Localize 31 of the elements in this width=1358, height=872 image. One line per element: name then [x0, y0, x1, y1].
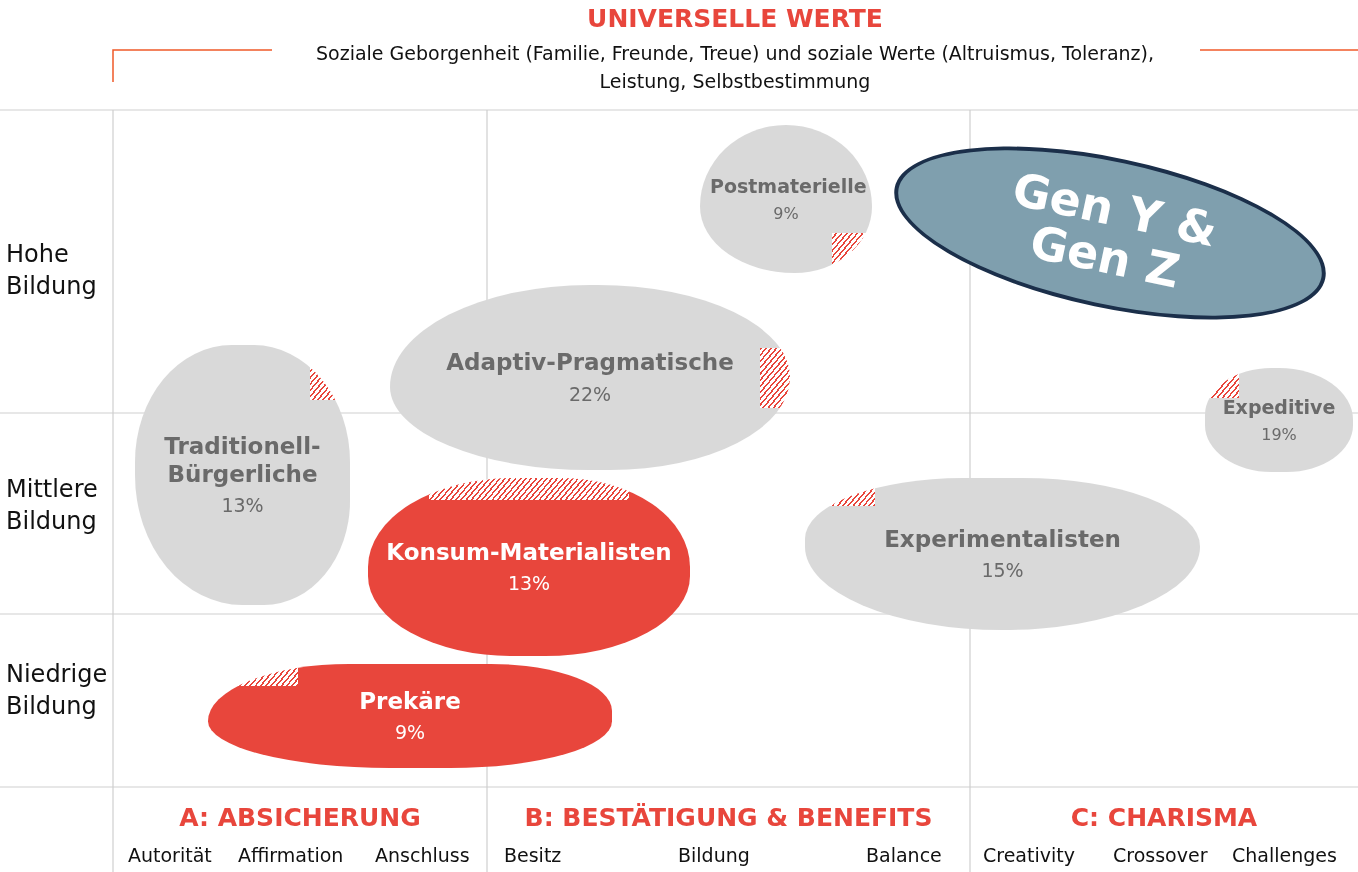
subtitle: Soziale Geborgenheit (Familie, Freunde, Treue) und soziale Werte (Altruismus, Toleranz), Leistung, Selbstbestimmung [315, 41, 1155, 94]
column-item: Besitz [504, 844, 562, 866]
percentage: 19% [1261, 424, 1297, 444]
column-item: Anschluss [375, 844, 470, 866]
milieu-name: Experimentalisten [884, 525, 1121, 554]
row-label: Hohe Bildung [6, 239, 98, 303]
milieu-name: Adaptiv-Pragmatische [446, 349, 734, 377]
column-item: Affirmation [238, 844, 344, 866]
percentage: 9% [773, 203, 799, 223]
column-item: Crossover [1113, 844, 1208, 866]
percentage: 22% [568, 382, 612, 406]
column-heading: A: ABSICHERUNG [178, 803, 422, 832]
percentage: 9% [394, 721, 426, 745]
column-item: Bildung [678, 844, 750, 866]
row-label: Mittlere Bildung [6, 474, 99, 538]
percentage: 13% [221, 494, 264, 517]
ellipse-label: Gen Y & Gen Z [1007, 161, 1223, 301]
milieu-name: Traditionell-Bürgerliche [163, 433, 322, 489]
row-label: Niedrige Bildung [6, 659, 109, 723]
percentage: 15% [981, 559, 1024, 583]
milieu-name: Expeditive [1222, 396, 1336, 419]
percentage: 13% [507, 572, 551, 596]
column-heading: B: BESTÄTIGUNG & BENEFITS [523, 803, 934, 832]
milieu-name: Konsum-Materialisten [386, 538, 672, 567]
milieu-name: Prekäre [359, 687, 461, 716]
heading: UNIVERSELLE WERTE [587, 4, 883, 33]
column-item: Creativity [983, 844, 1075, 866]
column-item: Balance [866, 844, 942, 866]
column-item: Challenges [1232, 844, 1337, 866]
column-item: Autorität [128, 844, 212, 866]
column-heading: C: CHARISMA [1069, 803, 1259, 832]
